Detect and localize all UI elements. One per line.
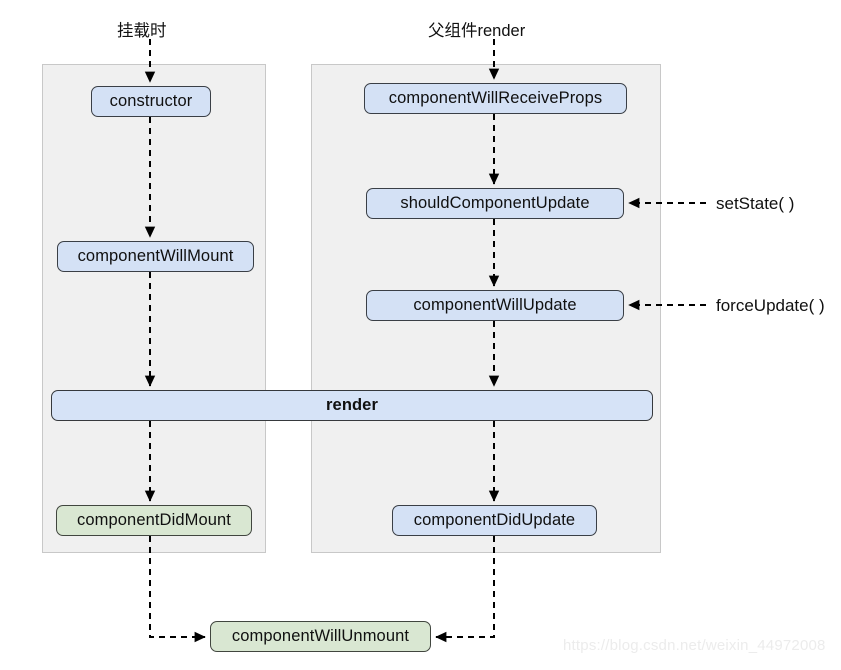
label-set-state: setState( ) (716, 194, 795, 213)
node-component-did-update[interactable]: componentDidUpdate (392, 505, 597, 536)
node-should-component-update[interactable]: shouldComponentUpdate (366, 188, 624, 219)
node-component-will-unmount[interactable]: componentWillUnmount (210, 621, 431, 652)
update-phase-caption: 父组件render (428, 22, 526, 40)
node-component-will-mount[interactable]: componentWillMount (57, 241, 254, 272)
node-component-will-update[interactable]: componentWillUpdate (366, 290, 624, 321)
node-render[interactable]: render (51, 390, 653, 421)
label-force-update: forceUpdate( ) (716, 296, 825, 315)
watermark: https://blog.csdn.net/weixin_44972008 (563, 637, 826, 654)
mount-phase-caption: 挂载时 (117, 22, 167, 40)
node-constructor[interactable]: constructor (91, 86, 211, 117)
mount-phase-panel (42, 64, 266, 553)
node-component-did-mount[interactable]: componentDidMount (56, 505, 252, 536)
node-component-will-receive-props[interactable]: componentWillReceiveProps (364, 83, 627, 114)
